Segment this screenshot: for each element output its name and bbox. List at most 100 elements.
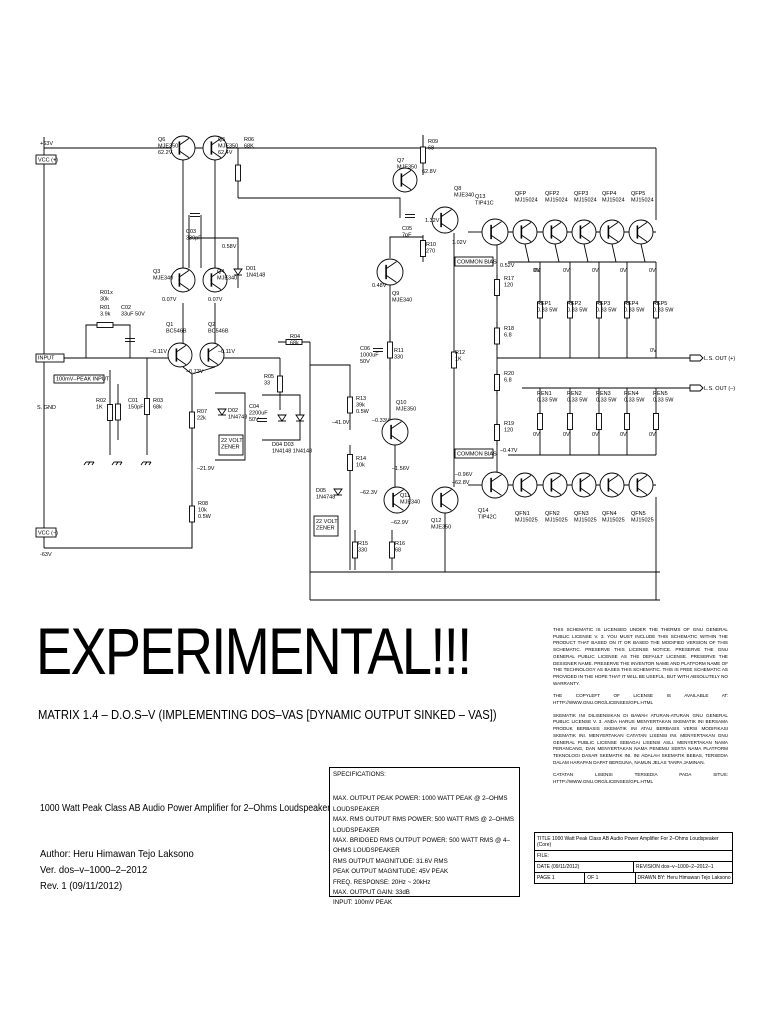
title-block-page: PAGE 1 [537,875,555,881]
resistor-r15-label: 330 [358,548,367,554]
transistor-q13-label: Q13 [475,194,485,200]
transistor-collector [521,475,532,483]
emitter-resistor-pos [537,301,543,319]
input-terminal [35,353,65,363]
wire [554,243,560,263]
diode-d05-label: 1N4748 [316,495,335,501]
voltage-label: 0V [534,268,541,274]
transistor-collector [637,222,648,230]
transistor-q7 [392,167,418,193]
output-pos-label: MJ15024 [631,198,654,204]
output-transistor-neg [512,472,538,498]
ground-symbol [140,461,144,466]
license-english: This schematic is licensed under the the… [553,627,728,686]
transistor-collector [390,421,402,430]
transistor-emitter [390,434,402,443]
emitter-pos-label: 0.33 5W [624,308,645,314]
capacitor-c05-label: C05 [402,226,412,232]
title-block-revision: REVISION dos–v–1000–2–2012–1 [633,862,732,872]
voltage-label: 0.48V [372,283,387,289]
diode-d04 [277,414,287,422]
spec-line: MAX. OUTPUT PEAK POWER: 1000 WATT PEAK @… [333,795,508,813]
common-bias-bottom [454,448,494,459]
transistor-collector [608,222,619,230]
output-neg-label: QFN4 [602,511,617,517]
resistor-r13 [347,396,353,414]
voltage-label: –1.56V [392,466,410,472]
diode-d04-d03-label: D04 D03 [272,442,294,448]
capacitor-c06-label: 50V [360,359,370,365]
transistor-emitter [176,357,187,365]
resistor-r13-label: R13 [356,396,366,402]
transistor-emitter [637,487,648,495]
voltage-label: 0V [533,268,540,274]
voltage-label: –62.9V [391,520,409,526]
output-pos-label: QFP4 [602,191,616,197]
resistor-r20-label: R20 [504,371,514,377]
transistor-collector [551,222,562,230]
emitter-resistor-neg [596,413,602,430]
voltage-label: –0.11V [150,349,167,355]
diode-d02 [217,408,227,416]
transistor-q1-label: Q1 [166,322,173,328]
revision-text: Rev. 1 (09/11/2012) [40,880,123,892]
capacitor-c06-label: C06 [360,346,370,352]
emitter-resistor-pos [567,301,573,319]
transistor-q14-label: TIP42C [478,515,497,521]
transistor-emitter [490,487,502,496]
title-block-drawn-by: DRAWN BY: Heru Himawan Tejo Laksono [634,873,733,883]
resistor-r19-label: R19 [504,421,514,427]
transistor-emitter [521,234,532,242]
resistor-r14 [347,454,353,471]
output-neg-label: MJ15025 [631,518,654,524]
resistor-r07 [189,411,195,429]
voltage-label: 1.32V [425,218,440,224]
emitter-neg-label: REN4 [624,391,639,397]
transistor-collector [211,270,222,278]
diode-d05-label: D05 [316,488,326,494]
emitter-pos-label: REP2 [567,301,581,307]
output-pos-label: QFP [515,191,527,197]
ground-symbol [83,461,87,466]
spec-line: MAX. RMS OUTPUT RMS POWER: 500 WATT RMS … [333,816,515,834]
capacitor-c02-label: C02 [121,305,131,311]
transistor-q6-label: 62.2V [158,150,173,156]
transistor-emitter [208,357,219,365]
diode-d02-label: 1N4748 [228,415,247,421]
license-notice: This schematic is licensed under the the… [553,627,728,792]
transistor-q5-label: 62.4V [218,150,233,156]
resistor-r14-label: 10k [356,463,365,469]
transistor-q10-label: Q10 [396,400,406,406]
transistor-q9-label: Q9 [392,291,399,297]
output-terminal [689,384,704,392]
license-link: The copyleft of license is available at:… [553,693,728,706]
resistor-r02 [107,404,113,421]
transistor-collector [580,475,591,483]
transistor-q8-label: Q8 [454,186,461,192]
output-neg-label: QFN1 [515,511,530,517]
voltage-label: –41.0V [332,420,350,426]
resistor-r02-label: 1K [96,405,103,411]
transistor-collector [176,345,187,353]
transistor-collector [179,138,190,146]
output-pos-label: QFP5 [631,191,645,197]
negative-rail-label: -63V [40,552,52,558]
capacitor-c05-label: 7pF [402,233,412,239]
emitter-resistor-neg [624,413,630,430]
spec-line: INPUT: 100mV PEAK [333,899,393,907]
transistor-collector [392,489,404,498]
resistor-r06-label: 68K [244,144,254,150]
output-transistor-neg [571,472,597,498]
resistor-r12-label: 1K [455,357,462,363]
resistor-r04-label: 68k [290,341,299,347]
resistor-r16 [389,541,395,559]
common-bias-top [454,256,494,267]
emitter-neg-label: 0.33 5W [567,398,588,404]
diode-d02-label: D02 [228,408,238,414]
resistor-r10 [420,240,426,257]
capacitor-c01-label: C01 [128,398,138,404]
wire [583,243,589,263]
resistor-r18 [494,327,500,345]
vcc-negative-box [35,527,57,538]
